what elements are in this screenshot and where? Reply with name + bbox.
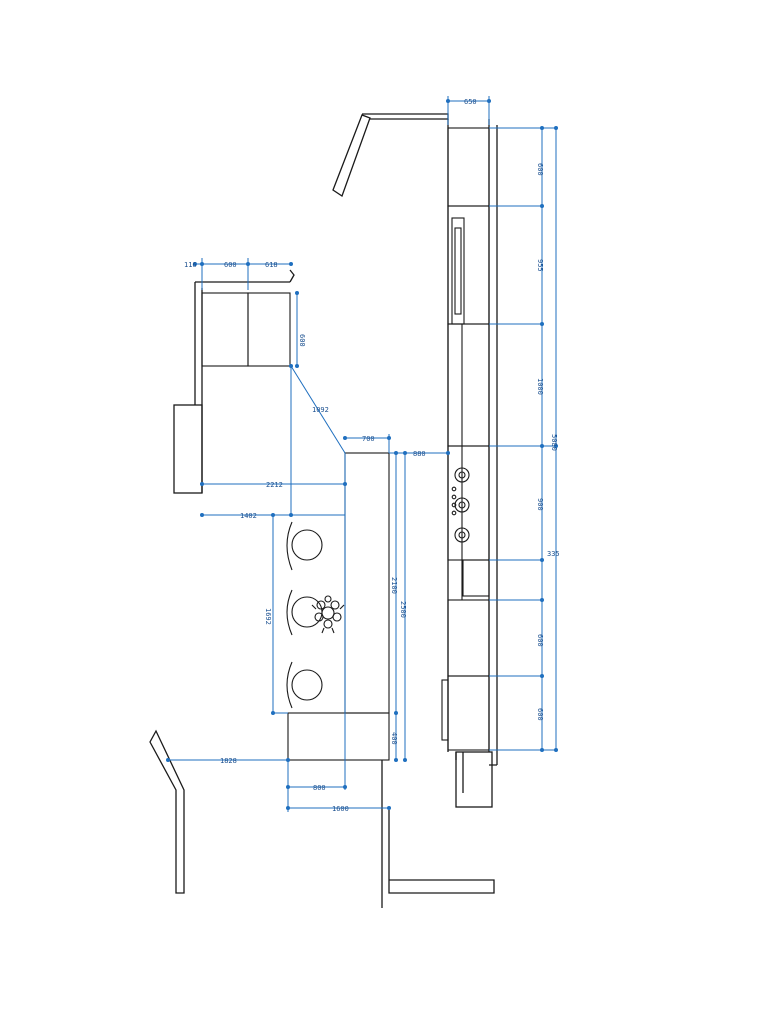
burner-1-icon [454, 467, 470, 483]
dim-label-2500: 2500 [399, 601, 407, 618]
right-cabinet-small [462, 559, 490, 597]
right-wall [447, 119, 498, 766]
dim-label-1600: 1600 [332, 805, 349, 813]
dim-label-600-b: 600 [536, 634, 544, 647]
dim-label-600-a: 600 [536, 163, 544, 176]
right-cabinet-5 [447, 599, 490, 677]
cabinets [201, 127, 490, 761]
dim-label-116: 116 [184, 261, 197, 269]
oven-unit [451, 217, 465, 325]
dim-label-335: 335 [547, 550, 560, 558]
sink-fixture [441, 679, 449, 741]
dim-label-880: 880 [413, 450, 426, 458]
dimension-lines [166, 96, 558, 812]
stool-2-icon [291, 596, 323, 628]
dim-label-600-side: 600 [298, 334, 306, 347]
island-base [287, 712, 390, 761]
right-wall-bottom [455, 752, 464, 793]
oven-window [454, 227, 462, 315]
burner-2-icon [454, 497, 470, 513]
left-wall-notch [289, 269, 295, 283]
left-wall-block [173, 404, 203, 494]
burner-3-inner-icon [458, 531, 466, 539]
dim-label-400: 400 [390, 732, 398, 745]
stool-3-icon [291, 669, 323, 701]
right-wall-stub [455, 751, 493, 808]
stool-back-3 [286, 661, 293, 709]
stool-back-1 [286, 521, 293, 571]
burner-2-inner-icon [458, 501, 466, 509]
knob-icon [451, 494, 457, 500]
knob-icon [451, 510, 457, 516]
dim-label-5080: 5080 [550, 434, 558, 451]
dim-label-2212: 2212 [266, 481, 283, 489]
right-cabinet-6 [447, 675, 490, 751]
cooktop [451, 467, 470, 543]
dim-label-1692: 1692 [264, 608, 272, 625]
stool-1-icon [291, 529, 323, 561]
dim-label-800: 800 [313, 784, 326, 792]
seating [286, 521, 345, 709]
stool-back-2 [286, 589, 293, 636]
burner-3-icon [454, 527, 470, 543]
flower-vase-icon [311, 595, 345, 634]
dim-label-955: 955 [536, 259, 544, 272]
dim-label-600-c: 600 [536, 708, 544, 721]
top-wall [362, 113, 449, 120]
bottom-left-angled-wall [149, 729, 185, 894]
dim-label-1402: 1402 [240, 512, 257, 520]
dim-label-2100: 2100 [390, 577, 398, 594]
dim-label-1000: 1000 [536, 378, 544, 395]
knob-icon [451, 502, 457, 508]
left-upper-wall [194, 281, 290, 493]
bottom-center-wall [381, 760, 495, 908]
upper-left-cabinet-1 [201, 292, 249, 367]
top-angled-wall [332, 114, 371, 198]
right-cabinet-2 [447, 205, 490, 325]
knob-icon [451, 486, 457, 492]
dim-line-1092 [290, 365, 346, 454]
island-counter [344, 452, 390, 714]
dim-label-1828: 1828 [220, 757, 237, 765]
dim-label-700: 700 [362, 435, 375, 443]
right-cabinet-1 [447, 127, 490, 207]
dim-label-600-top: 600 [224, 261, 237, 269]
burner-1-inner-icon [458, 471, 466, 479]
dim-label-650: 650 [464, 98, 477, 106]
dim-label-1092: 1092 [312, 406, 329, 414]
upper-left-cabinet-2 [247, 292, 291, 367]
dim-label-900: 900 [536, 498, 544, 511]
right-cabinet-3 [447, 323, 490, 447]
dimension-labels: 650 116 600 618 600 1092 700 880 2212 14… [184, 98, 560, 813]
dim-label-618: 618 [265, 261, 278, 269]
